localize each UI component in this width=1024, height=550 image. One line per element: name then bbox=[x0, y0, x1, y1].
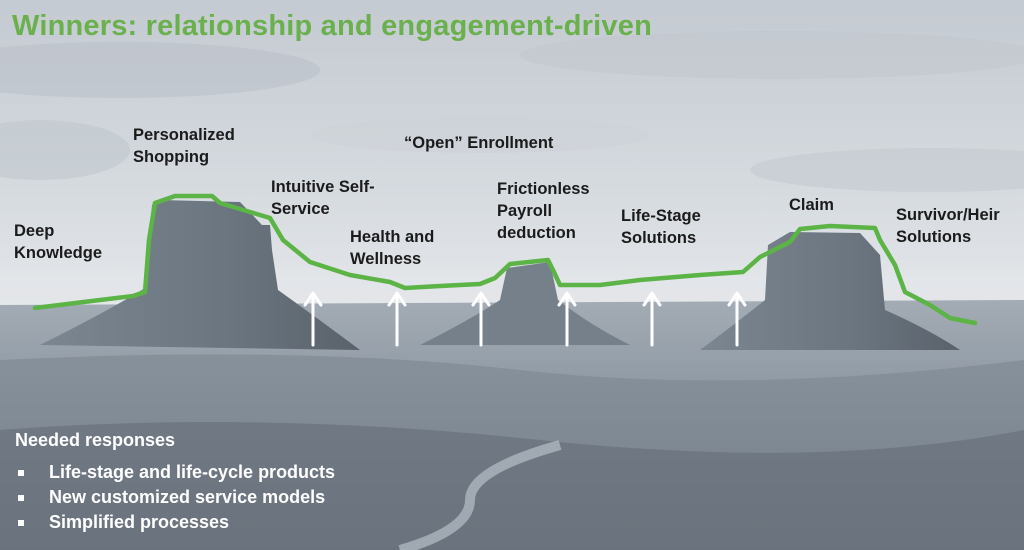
up-arrow-icon bbox=[387, 291, 407, 347]
label-health-wellness: Health and Wellness bbox=[350, 228, 435, 268]
journey-curve bbox=[32, 193, 978, 326]
up-arrow-icon bbox=[471, 291, 491, 347]
label-open-enrollment: “Open” Enrollment bbox=[404, 134, 554, 152]
label-life-stage-solutions: Life-Stage Solutions bbox=[621, 207, 701, 247]
list-item: Simplified processes bbox=[15, 510, 335, 535]
label-survivor-heir-solutions: Survivor/Heir Solutions bbox=[896, 206, 1000, 246]
label-intuitive-self-service: Intuitive Self- Service bbox=[271, 178, 375, 218]
slide-title: Winners: relationship and engagement-dri… bbox=[12, 10, 652, 42]
up-arrow-icons bbox=[303, 291, 747, 347]
up-arrow-icon bbox=[303, 291, 323, 347]
label-personalized-shopping: Personalized Shopping bbox=[133, 126, 235, 166]
label-payroll-deduction: Frictionless Payroll deduction bbox=[497, 180, 590, 242]
up-arrow-icon bbox=[557, 291, 577, 347]
label-deep-knowledge: Deep Knowledge bbox=[14, 222, 103, 262]
square-bullet-icon bbox=[18, 494, 24, 501]
list-item: New customized service models bbox=[15, 485, 335, 510]
responses-list: Life-stage and life-cycle products New c… bbox=[15, 460, 335, 535]
needed-responses-section: Needed responses Life-stage and life-cyc… bbox=[15, 430, 335, 535]
up-arrow-icon bbox=[727, 291, 747, 347]
up-arrow-icon bbox=[642, 291, 662, 347]
list-item: Life-stage and life-cycle products bbox=[15, 460, 335, 485]
square-bullet-icon bbox=[18, 519, 24, 526]
label-claim: Claim bbox=[789, 196, 834, 214]
square-bullet-icon bbox=[18, 469, 24, 476]
responses-heading: Needed responses bbox=[15, 430, 176, 450]
